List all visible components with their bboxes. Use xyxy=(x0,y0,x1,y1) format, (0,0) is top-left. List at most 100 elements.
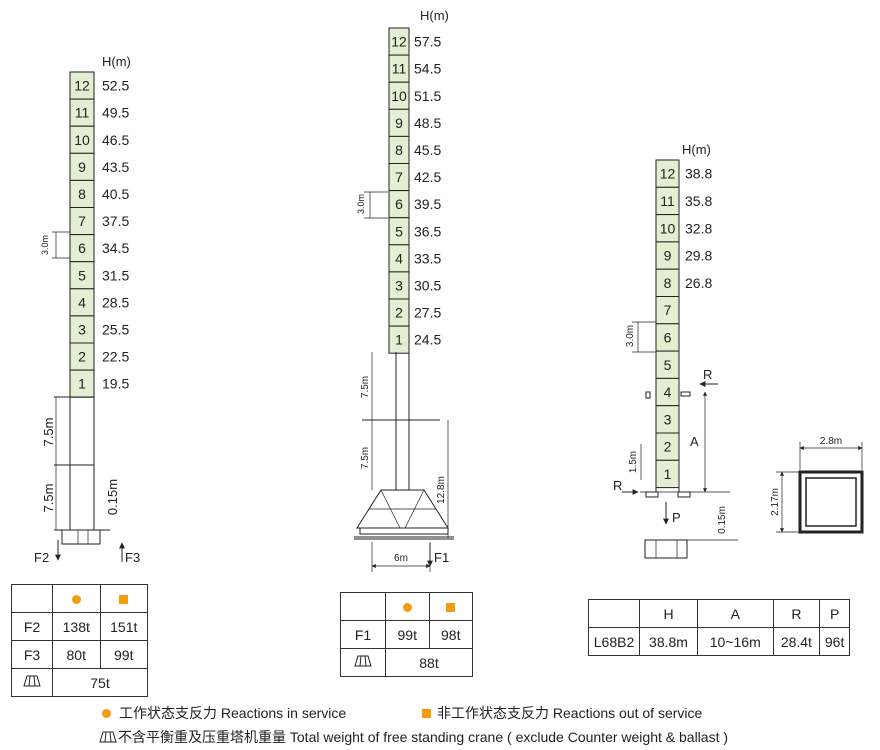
spec-cell: 10~16m xyxy=(697,627,774,656)
tower3-a-label: A xyxy=(690,434,699,449)
tower2-dim-base2: 7.5m xyxy=(360,447,371,469)
tower2-height-value: 27.5 xyxy=(414,305,441,321)
tower1-section-number: 2 xyxy=(78,349,86,365)
spec-cell: 38.8m xyxy=(639,627,698,656)
tower2-height-value: 39.5 xyxy=(414,196,441,212)
table2-corner xyxy=(340,592,386,621)
weight-icon xyxy=(11,668,53,697)
tower3-section-number: 2 xyxy=(664,439,672,455)
table1-cell: 138t xyxy=(52,612,101,641)
spec-cell: 28.4t xyxy=(772,627,821,656)
legend-total-weight-text: 不含平衡重及压重塔机重量 Total weight of free standi… xyxy=(118,729,729,745)
tower2-section-number: 10 xyxy=(391,88,407,104)
tower1-section-number: 5 xyxy=(78,267,86,283)
table1-cell: 151t xyxy=(99,612,148,641)
tower2-height-value: 54.5 xyxy=(414,61,441,77)
tower1-dim-base2: 7.5m xyxy=(41,484,56,513)
tower2-section-number: 3 xyxy=(395,277,403,293)
frame-height: 2.17m xyxy=(770,488,781,516)
weight-icon xyxy=(340,648,386,677)
tower2-height-value: 30.5 xyxy=(414,277,441,293)
table1-out-header xyxy=(99,584,148,613)
tower2-section-number: 11 xyxy=(392,61,407,77)
tower2-dim-section: 3.0m xyxy=(356,194,366,214)
tower1-section-6 xyxy=(69,234,95,263)
tower1-height-value: 28.5 xyxy=(102,294,129,310)
tower1-section-1 xyxy=(69,369,95,398)
reaction-table-2: F1 99t 98t 88t xyxy=(340,592,473,677)
tower3-height-value: 32.8 xyxy=(685,220,712,236)
legend-in-service: 工作状态支反力 Reactions in service xyxy=(102,703,346,723)
tower3-height-value: 35.8 xyxy=(685,193,712,209)
tower3-section-number: 8 xyxy=(664,275,672,291)
tower1-height-value: 46.5 xyxy=(102,132,129,148)
tower3-p-label: P xyxy=(672,510,681,525)
tower1-f2-label: F2 xyxy=(34,550,49,565)
tower2-height-value: 45.5 xyxy=(414,142,441,158)
legend-out-service-text: 非工作状态支反力 Reactions out of service xyxy=(437,705,703,721)
tower2-section-number: 1 xyxy=(395,332,403,348)
tower2-section-number: 9 xyxy=(395,115,403,131)
tower1-height-value: 25.5 xyxy=(102,321,129,337)
tower3-section-number: 3 xyxy=(664,411,672,427)
tower3-r-top: R xyxy=(703,367,712,382)
tower2-height-value: 48.5 xyxy=(414,115,441,131)
tower1-section-number: 12 xyxy=(74,78,90,94)
tower1-height-value: 34.5 xyxy=(102,240,129,256)
frame-width: 2.8m xyxy=(820,436,842,447)
tower1-height-value: 31.5 xyxy=(102,267,129,283)
tower1-dim-section: 3.0m xyxy=(40,235,50,255)
tower3-h-label: H(m) xyxy=(682,142,711,157)
table1-total: 75t xyxy=(52,668,148,697)
tower3-section-number: 12 xyxy=(660,166,676,182)
table1-cell: 99t xyxy=(99,640,148,669)
in-service-marker xyxy=(102,709,111,718)
tower3-section-number: 5 xyxy=(664,357,672,373)
tower1-height-value: 22.5 xyxy=(102,349,129,365)
tower1-f3-label: F3 xyxy=(125,550,140,565)
table2-out-header xyxy=(428,592,473,621)
tower3-section-number: 11 xyxy=(660,193,675,209)
tower3-r-bottom: R xyxy=(613,478,622,493)
tower3-section-1 xyxy=(655,459,680,489)
spec-header: A xyxy=(697,599,774,628)
in-service-marker xyxy=(71,594,81,604)
tower1-section-number: 3 xyxy=(78,321,86,337)
tower1-foundation xyxy=(61,529,101,545)
tower2-section-1 xyxy=(388,325,410,354)
tower1-section-number: 6 xyxy=(78,240,86,256)
out-service-marker xyxy=(446,602,456,612)
table2-in-header xyxy=(385,592,430,621)
table1-cell: 80t xyxy=(52,640,101,669)
out-service-marker xyxy=(119,594,129,604)
tower3-section-number: 1 xyxy=(664,466,672,482)
tower3-section-number: 10 xyxy=(660,220,676,236)
table1-corner xyxy=(11,584,53,613)
legend-in-service-text: 工作状态支反力 Reactions in service xyxy=(119,705,347,721)
spec-table: H A R P L68B2 38.8m 10~16m 28.4t 96t xyxy=(588,599,850,656)
tower1-section-number: 1 xyxy=(78,376,86,392)
tower1-section-5 xyxy=(69,261,95,290)
tower3-section-number: 9 xyxy=(664,248,672,264)
tower2-height-value: 57.5 xyxy=(414,34,441,50)
tower3-section-number: 7 xyxy=(664,302,672,318)
tower1-section-number: 10 xyxy=(74,132,90,148)
table1-row-label: F2 xyxy=(11,612,53,641)
table2-row-label: F1 xyxy=(340,620,386,649)
tower2-height-value: 36.5 xyxy=(414,223,441,239)
table2-cell: 99t xyxy=(385,620,430,649)
tower1-height-value: 52.5 xyxy=(102,78,129,94)
tower1-section-number: 8 xyxy=(78,186,86,202)
in-service-marker xyxy=(402,602,412,612)
out-service-marker xyxy=(422,709,431,718)
tower2-section-number: 8 xyxy=(395,142,403,158)
tower1-section-2 xyxy=(69,342,95,371)
tower1-h-label: H(m) xyxy=(102,54,131,69)
table1-in-header xyxy=(52,584,101,613)
